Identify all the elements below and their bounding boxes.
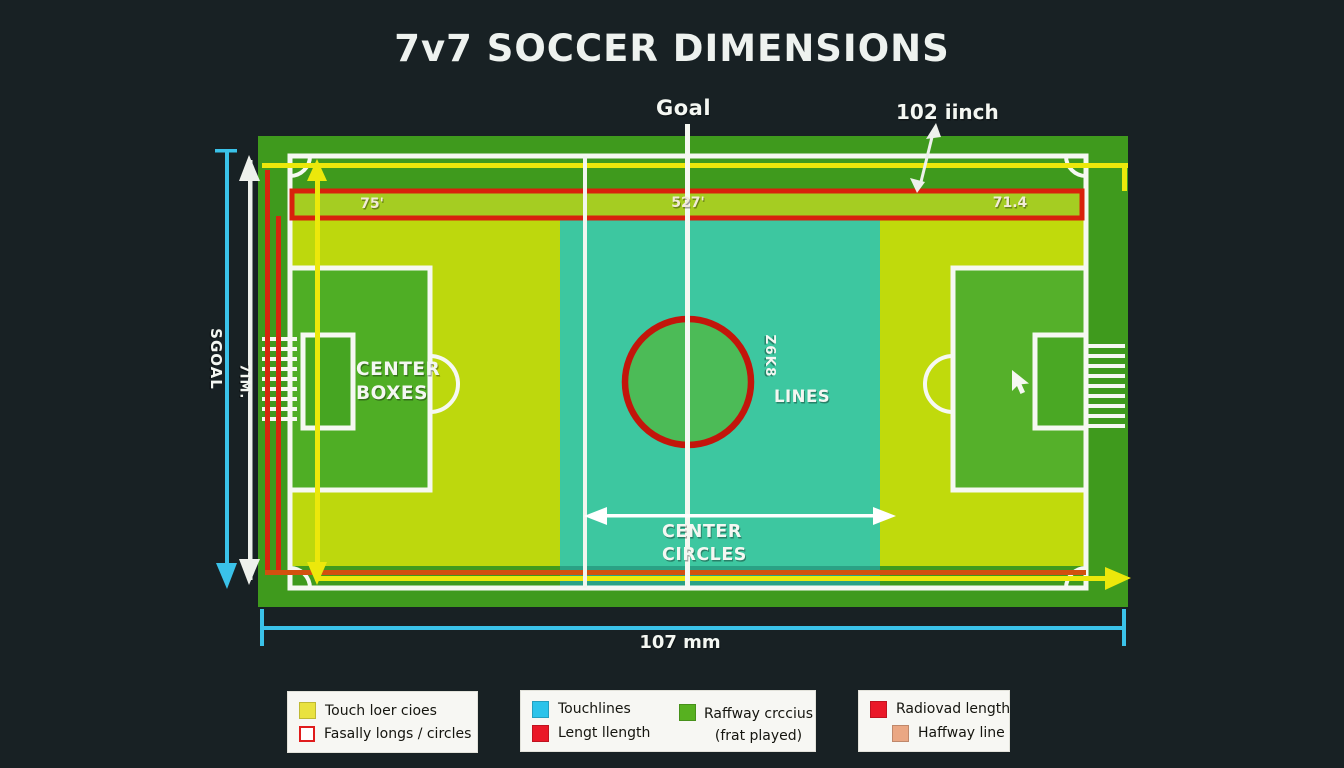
legend-item: Lengt llength [532,724,804,742]
inner-white-line [583,156,587,588]
cursor-icon [1012,370,1029,394]
legend-box-3: Radiovad length Haffway line [858,690,1010,752]
center-code-label: Z6K8 [762,334,778,378]
red-swatch-icon [532,724,549,742]
page-title: 7v7 SOCCER DIMENSIONS [394,27,950,70]
red-guide-lines [265,170,1086,575]
legend-item: Raffway crccius (frat played) [679,704,813,747]
salmon-swatch-icon [892,724,909,742]
legend-box-2: Touchlines Lengt llength Raffway crccius… [520,690,816,752]
goal-label: Goal [656,96,712,120]
center-circles-label: CENTER CIRCLES [662,522,747,565]
band-right-value: 71.4 [992,195,1028,211]
yellow-swatch-icon [299,702,316,719]
red-outline-swatch-icon [299,726,315,742]
legend-label: Lengt llength [558,725,651,741]
legend-item: Touch loer cioes [299,702,466,719]
cyan-height-line [215,149,237,589]
legend-item: Radiovad length [870,700,1010,718]
yellow-guide-lines [262,159,1131,590]
yellow-arrow-up [307,159,327,181]
legend-item: Touchlines [532,700,804,718]
cyan-length-dimension [260,609,1126,646]
legend-label: Raffway crccius (frat played) [704,706,814,744]
band-left-value: 75' [360,196,384,212]
center-width-arrow [584,507,896,525]
length-dimension-label: 107 mm [639,632,721,653]
legend-item: Fasally longs / circles [299,726,471,742]
legend-label: Touch loer cioes [325,702,437,719]
lines-label: LINES [774,387,831,406]
goal-width-pointer [910,123,941,193]
legend-label: Haffway line [918,725,1005,741]
right-goal-net [1088,344,1125,428]
band-center-value: 527' [671,195,705,211]
legend-label: Radiovad length [896,701,1011,717]
left-penalty-area [287,265,460,493]
halfway-line [685,124,690,589]
side-axis-sublabel: 7IM. [236,363,252,400]
legend-label: Fasally longs / circles [324,726,472,742]
legend-box-1: Touch loer cioes Fasally longs / circles [287,691,478,753]
red-swatch-icon [870,700,887,718]
yellow-arrow-right [1105,567,1131,590]
side-axis-label: SGOAL [207,328,225,390]
cyan-swatch-icon [532,700,549,718]
goal-width-label: 102 iinch [896,100,999,124]
legend-item: Haffway line [892,724,1005,742]
center-boxes-label: CENTER BOXES [356,359,441,405]
legend-label: Touchlines [558,701,631,717]
yellow-arrow-down [307,562,327,585]
height-dimension-arrow [239,155,260,585]
green-swatch-icon [679,704,696,721]
